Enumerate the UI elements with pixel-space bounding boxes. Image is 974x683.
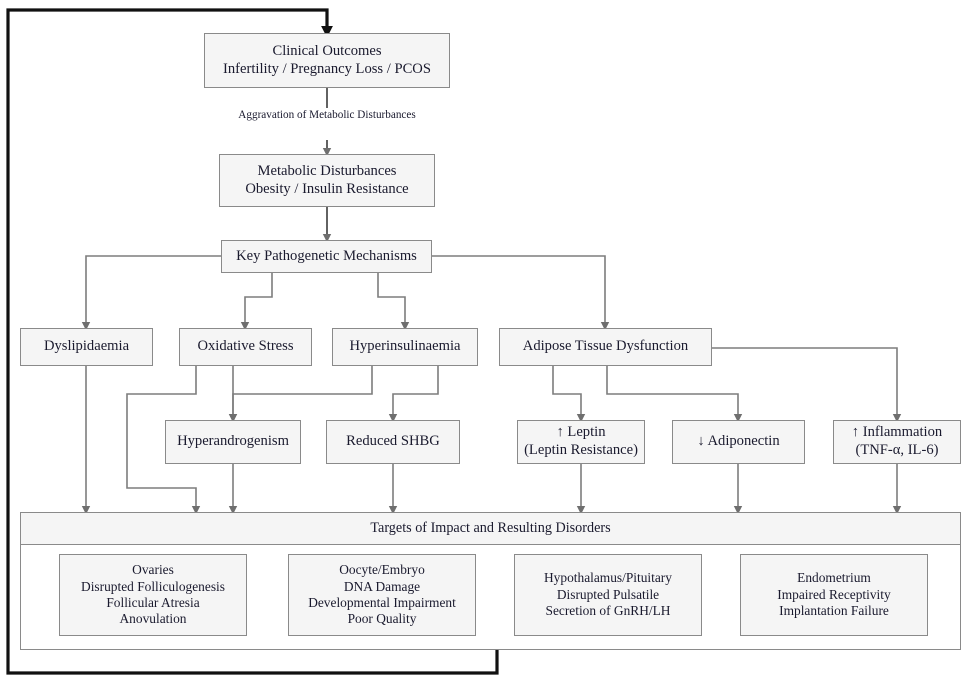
hyperandrogenism-label: Hyperandrogenism — [177, 433, 289, 450]
oocyte-line1: Oocyte/Embryo — [339, 562, 425, 578]
edge-oxidative-to-targets — [126, 366, 201, 515]
node-inflammation[interactable]: ↑ Inflammation (TNF-α, IL-6) — [833, 420, 961, 464]
node-adipose-tissue[interactable]: Adipose Tissue Dysfunction — [499, 328, 712, 366]
edge-label-aggravation: Aggravation of Metabolic Disturbances — [237, 108, 417, 123]
node-adiponectin[interactable]: ↓ Adiponectin — [672, 420, 805, 464]
edge-key-to-hyperinsulinaemia — [377, 273, 410, 331]
leptin-line2: (Leptin Resistance) — [524, 442, 638, 458]
hypothalamus-line1: Hypothalamus/Pituitary — [544, 570, 672, 586]
adiponectin-label: ↓ Adiponectin — [697, 433, 780, 450]
node-leptin[interactable]: ↑ Leptin (Leptin Resistance) — [517, 420, 645, 464]
hypothalamus-line2: Disrupted Pulsatile — [556, 586, 660, 602]
hypothalamus-line3: Secretion of GnRH/LH — [545, 603, 671, 619]
clinical-outcomes-line2: Infertility / Pregnancy Loss / PCOS — [223, 60, 431, 77]
adipose-tissue-label: Adipose Tissue Dysfunction — [522, 338, 689, 355]
endometrium-line3: Implantation Failure — [779, 603, 889, 619]
inflammation-line2: (TNF-α, IL-6) — [855, 442, 939, 458]
edge-adipose-to-leptin — [552, 366, 586, 423]
edge-hyperinsulinaemia-to-shbg — [388, 366, 439, 423]
oocyte-line4: Poor Quality — [347, 611, 417, 627]
node-key-mechanisms[interactable]: Key Pathogenetic Mechanisms — [221, 240, 432, 273]
node-clinical-outcomes[interactable]: Clinical Outcomes Infertility / Pregnanc… — [204, 33, 450, 88]
node-oxidative-stress[interactable]: Oxidative Stress — [179, 328, 312, 366]
target-item-endometrium[interactable]: Endometrium Impaired Receptivity Implant… — [740, 554, 928, 636]
inflammation-line1: ↑ Inflammation — [851, 424, 943, 441]
node-hyperinsulinaemia[interactable]: Hyperinsulinaemia — [332, 328, 478, 366]
node-dyslipidaemia[interactable]: Dyslipidaemia — [20, 328, 153, 366]
endometrium-line2: Impaired Receptivity — [777, 586, 891, 602]
edge-key-to-dyslipidaemia — [81, 255, 221, 331]
ovaries-line4: Anovulation — [119, 611, 187, 627]
node-hyperandrogenism[interactable]: Hyperandrogenism — [165, 420, 301, 464]
edge-adipose-to-inflammation — [712, 347, 902, 423]
oocyte-line2: DNA Damage — [343, 578, 421, 594]
leptin-line1: ↑ Leptin — [556, 424, 606, 441]
oocyte-line3: Developmental Impairment — [308, 595, 456, 610]
clinical-outcomes-line1: Clinical Outcomes — [272, 42, 382, 59]
hyperinsulinaemia-label: Hyperinsulinaemia — [349, 338, 461, 355]
oxidative-stress-label: Oxidative Stress — [197, 338, 294, 355]
edge-label-line2: Metabolic Disturbances — [309, 109, 416, 121]
target-item-oocyte-embryo[interactable]: Oocyte/Embryo DNA Damage Developmental I… — [288, 554, 476, 636]
key-mechanisms-label: Key Pathogenetic Mechanisms — [236, 247, 417, 264]
metabolic-line1: Metabolic Disturbances — [257, 162, 397, 179]
targets-panel-header-label: Targets of Impact and Resulting Disorder… — [370, 520, 611, 536]
edge-adipose-to-adiponectin — [606, 366, 743, 423]
endometrium-line1: Endometrium — [797, 570, 871, 586]
targets-panel-header: Targets of Impact and Resulting Disorder… — [20, 512, 961, 545]
ovaries-line3: Follicular Atresia — [106, 595, 200, 610]
edge-hyperinsulinaemia-to-hyperandrogenism — [228, 366, 373, 423]
dyslipidaemia-label: Dyslipidaemia — [43, 338, 130, 355]
ovaries-line2: Disrupted Folliculogenesis — [81, 578, 225, 594]
node-metabolic-disturbances[interactable]: Metabolic Disturbances Obesity / Insulin… — [219, 154, 435, 207]
feedback-loop-edge — [6, 8, 499, 675]
edge-key-to-adipose — [432, 255, 610, 331]
target-item-ovaries[interactable]: Ovaries Disrupted Folliculogenesis Folli… — [59, 554, 247, 636]
edge-label-line1: Aggravation of — [238, 109, 307, 121]
target-item-hypothalamus-pituitary[interactable]: Hypothalamus/Pituitary Disrupted Pulsati… — [514, 554, 702, 636]
edge-key-to-oxidative — [240, 273, 273, 331]
node-reduced-shbg[interactable]: Reduced SHBG — [326, 420, 460, 464]
reduced-shbg-label: Reduced SHBG — [346, 433, 440, 450]
ovaries-line1: Ovaries — [132, 562, 174, 578]
metabolic-line2: Obesity / Insulin Resistance — [245, 180, 409, 197]
